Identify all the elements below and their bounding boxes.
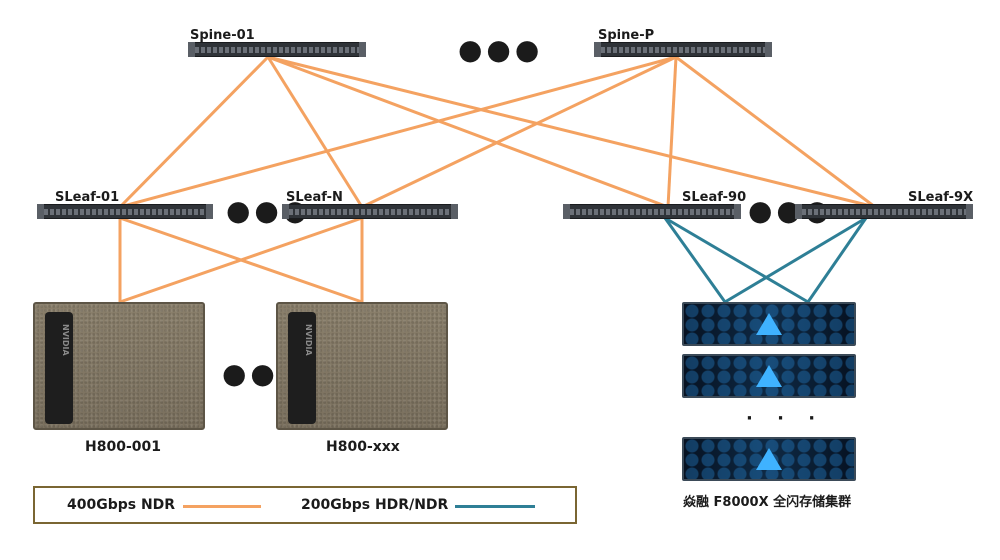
spine-ellipsis: ●●● xyxy=(458,33,544,66)
sleaf-01-label: SLeaf-01 xyxy=(55,190,120,205)
link-sleafn-h800-001 xyxy=(119,216,363,304)
sleaf-n-label: SLeaf-N xyxy=(286,190,343,205)
server-front-panel xyxy=(288,312,316,424)
yanrong-logo-icon xyxy=(756,313,782,335)
legend-ndr-label: 400Gbps NDR xyxy=(67,497,176,513)
storage-node-1[interactable] xyxy=(682,302,856,346)
spine-p-label: Spine-P xyxy=(598,28,655,43)
sleaf-n-switch[interactable] xyxy=(282,204,458,219)
legend-hdr-swatch xyxy=(455,505,535,508)
server-front-panel xyxy=(45,312,73,424)
sleaf-90-switch[interactable] xyxy=(563,204,741,219)
link-spinep-sleaf90 xyxy=(666,56,678,208)
legend-hdr-label: 200Gbps HDR/NDR xyxy=(301,497,449,513)
spine-01-switch[interactable] xyxy=(188,42,366,57)
storage-cluster-caption: 焱融 F8000X 全闪存储集群 xyxy=(683,495,852,510)
sleaf-90-label: SLeaf-90 xyxy=(682,190,747,205)
spine-01-label: Spine-01 xyxy=(190,28,255,43)
storage-vertical-ellipsis: · · · xyxy=(746,408,825,429)
sleaf-9x-label: SLeaf-9X xyxy=(908,190,974,205)
h800-001-label: H800-001 xyxy=(85,439,161,455)
link-sleaf9x-storage-a xyxy=(724,216,867,304)
nvidia-logo: NVIDIA xyxy=(61,324,70,356)
link-spine01-sleafn xyxy=(266,56,364,208)
sleaf-01-switch[interactable] xyxy=(37,204,213,219)
link-sleaf9x-storage-b xyxy=(806,217,868,303)
gpu-server-h800-xxx[interactable]: NVIDIA xyxy=(276,302,448,430)
yanrong-logo-icon xyxy=(756,448,782,470)
hdr-links xyxy=(663,216,868,304)
ndr-links xyxy=(118,55,876,304)
link-spine01-sleaf9x xyxy=(267,55,876,209)
storage-node-2[interactable] xyxy=(682,354,856,398)
legend-ndr-swatch xyxy=(183,505,261,508)
spine-p-switch[interactable] xyxy=(594,42,772,57)
link-spinep-sleaf01 xyxy=(119,55,677,209)
link-sleaf90-storage-b xyxy=(664,216,809,304)
h800-xxx-label: H800-xxx xyxy=(326,439,400,455)
sleaf-9x-switch[interactable] xyxy=(795,204,973,219)
yanrong-logo-icon xyxy=(756,365,782,387)
link-sleaf90-storage-a xyxy=(663,217,727,303)
link-spine01-sleaf90 xyxy=(267,55,669,209)
nvidia-logo: NVIDIA xyxy=(304,324,313,356)
gpu-server-h800-001[interactable]: NVIDIA xyxy=(33,302,205,430)
link-spinep-sleaf9x xyxy=(675,55,876,209)
link-spine01-sleaf01 xyxy=(118,55,270,209)
storage-node-3[interactable] xyxy=(682,437,856,481)
legend: 400Gbps NDR 200Gbps HDR/NDR xyxy=(33,486,577,524)
link-spinep-sleafn xyxy=(361,55,677,209)
